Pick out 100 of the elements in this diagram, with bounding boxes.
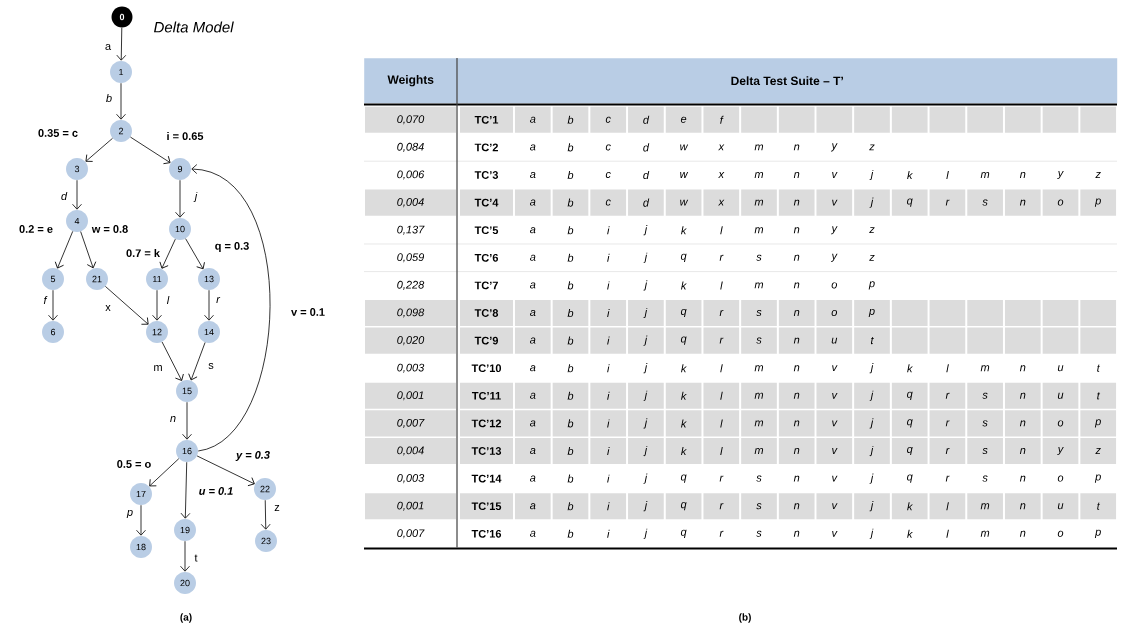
table-cell: z bbox=[1080, 437, 1117, 465]
arrow bbox=[204, 289, 214, 321]
table-cell: b bbox=[552, 410, 589, 437]
table-cell: 0,059 bbox=[397, 253, 425, 263]
table-cell: t bbox=[1097, 364, 1101, 372]
table-cell: TC’10 bbox=[471, 364, 502, 373]
table-cell: z bbox=[869, 144, 875, 151]
table-cell: r bbox=[929, 382, 966, 409]
table-cell: j bbox=[643, 280, 648, 291]
table-cell: y bbox=[830, 253, 838, 262]
table-cell: c bbox=[605, 144, 611, 151]
table-cell: m bbox=[754, 282, 764, 289]
table-cell: p bbox=[1080, 189, 1117, 216]
edge-label: z bbox=[274, 505, 280, 511]
table-cell: b bbox=[567, 281, 574, 290]
table-cell: j bbox=[854, 382, 890, 409]
table-cell: f bbox=[703, 106, 740, 133]
table-cell: a bbox=[514, 189, 551, 216]
table-cell: 0,003 bbox=[397, 474, 425, 484]
table-cell: b bbox=[567, 143, 574, 152]
table-cell: j bbox=[854, 437, 890, 465]
table-cell: j bbox=[628, 327, 664, 354]
table-cell: n bbox=[793, 254, 800, 261]
table-cell: v bbox=[832, 475, 838, 482]
table-cell: k bbox=[681, 364, 687, 373]
table-cell: n bbox=[1019, 530, 1026, 537]
table-cell: j bbox=[643, 473, 648, 484]
table-cell: TC’7 bbox=[474, 281, 498, 290]
table-cell: k bbox=[681, 226, 687, 235]
table-cell: b bbox=[552, 327, 589, 354]
table-cell: j bbox=[854, 189, 890, 216]
edge-label: 0.5 = o bbox=[117, 460, 151, 468]
table-cell: v bbox=[816, 493, 853, 520]
table-cell: r bbox=[929, 189, 966, 216]
table-cell: j bbox=[628, 382, 664, 409]
edge-label: 0.35 = c bbox=[38, 129, 78, 137]
arrow bbox=[72, 179, 82, 210]
table-cell: k bbox=[907, 364, 913, 373]
table-cell: j bbox=[628, 437, 664, 465]
arrow bbox=[152, 289, 162, 321]
caption: (b) bbox=[739, 613, 751, 623]
table-cell: l bbox=[703, 437, 740, 465]
table-cell: a bbox=[514, 382, 551, 409]
table-cell: s bbox=[967, 437, 1003, 465]
table-cell: a bbox=[514, 437, 551, 465]
table-cell: b bbox=[567, 170, 574, 180]
edge-label: p bbox=[126, 509, 133, 519]
table-cell: k bbox=[665, 437, 702, 465]
table-cell: r bbox=[929, 410, 966, 437]
table-cell: y bbox=[1057, 170, 1064, 180]
table-cell: z bbox=[869, 227, 875, 234]
table-cell: TC’13 bbox=[460, 437, 513, 465]
table-cell: u bbox=[1042, 382, 1079, 409]
table-cell: q bbox=[665, 299, 702, 327]
table-cell: n bbox=[1004, 493, 1041, 520]
table-cell: m bbox=[741, 410, 777, 437]
table-cell: TC’3 bbox=[474, 171, 499, 179]
table-cell: q bbox=[891, 410, 928, 437]
table-cell: p bbox=[1094, 474, 1101, 483]
table-cell: r bbox=[703, 493, 740, 520]
table-cell: j bbox=[643, 363, 648, 374]
table-cell: a bbox=[514, 299, 551, 327]
table-cell: q bbox=[891, 382, 928, 409]
table-cell: z bbox=[1095, 172, 1101, 178]
table-cell: q bbox=[665, 327, 702, 354]
table-cell: d bbox=[643, 170, 650, 180]
table-cell: s bbox=[741, 299, 777, 327]
table-cell: c bbox=[590, 189, 627, 216]
edge-label: b bbox=[106, 93, 112, 103]
table-cell: s bbox=[982, 475, 988, 482]
table-cell: d bbox=[628, 189, 664, 216]
edge-label: 0.2 = e bbox=[19, 225, 53, 233]
table-cell: b bbox=[552, 437, 589, 465]
table-cell: r bbox=[719, 475, 724, 482]
table-cell: 0,004 bbox=[365, 437, 456, 465]
table-cell: a bbox=[530, 475, 536, 482]
edge-label: j bbox=[193, 191, 198, 203]
table-cell: 0,070 bbox=[365, 106, 456, 133]
table-cell: l bbox=[720, 364, 723, 373]
table-cell: a bbox=[530, 530, 536, 537]
table-cell: 0,001 bbox=[365, 493, 456, 520]
arrow bbox=[85, 137, 113, 162]
table-cell: a bbox=[514, 410, 551, 437]
table-cell: l bbox=[946, 171, 949, 179]
table-cell: t bbox=[854, 327, 890, 354]
table-cell: d bbox=[643, 143, 650, 152]
arrow bbox=[149, 458, 180, 487]
table-cell: k bbox=[665, 410, 702, 437]
table-cell: w bbox=[665, 189, 702, 216]
table-cell: l bbox=[946, 364, 949, 373]
arrow bbox=[175, 179, 185, 218]
arrow bbox=[196, 455, 255, 487]
table-cell: v bbox=[832, 172, 838, 178]
table-cell: j bbox=[643, 528, 648, 539]
table-cell: q bbox=[680, 253, 687, 262]
table-cell: a bbox=[530, 144, 536, 151]
table-cell: 0,007 bbox=[397, 529, 425, 539]
table-cell: s bbox=[967, 189, 1003, 216]
table-cell: r bbox=[719, 530, 724, 537]
table-cell: n bbox=[778, 299, 815, 327]
